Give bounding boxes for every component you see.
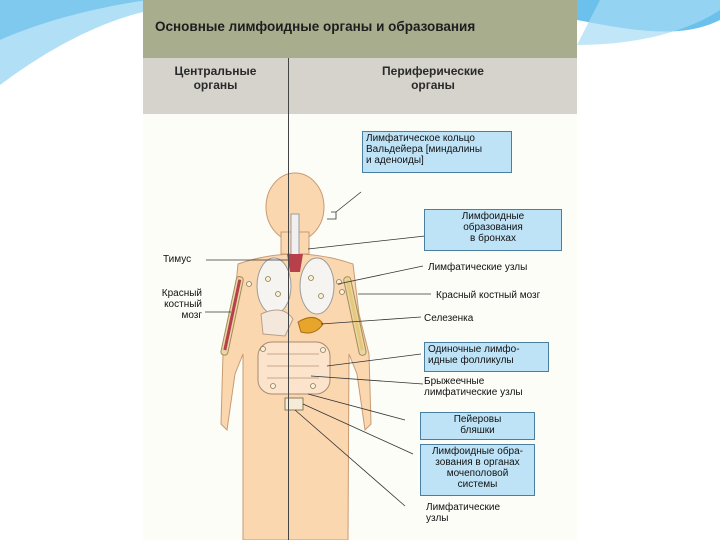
waldeyer-ring-box: Лимфатическое кольцо Вальдейера [миндали… [362,131,512,173]
thymus-label: Тимус [163,254,192,265]
arm-bone-right [343,276,367,356]
arm-bone-left [220,276,244,356]
peyer-patches-box: Пейеровы бляшки [420,412,535,440]
column-header-central-line: органы [193,78,238,92]
solitary-follicles-line: идные фолликулы [428,355,514,366]
lymph-nodes-upper-label: Лимфатические узлы [428,262,528,273]
bronchial-line: Лимфоидные [461,211,525,222]
slide-panel: Основные лимфоидные органы и образования… [143,0,577,540]
column-header-peripheral-line: органы [411,78,455,92]
mesenteric-nodes-label: Брыжеечные лимфатические узлы [424,376,523,398]
waldeyer-ring-line: Лимфатическое кольцо [366,133,475,144]
column-header-peripheral-line: Периферические [382,64,484,78]
solitary-follicles-line: Одиночные лимфо- [428,344,520,355]
mesenteric-nodes-line: лимфатические узлы [424,387,523,398]
lymph-nodes-lower-label: Лимфатические узлы [426,502,500,524]
spleen-label: Селезенка [424,313,474,324]
red-marrow-label-line: костный [164,299,202,310]
urogenital-line: системы [457,479,498,490]
peyer-patches-line: бляшки [460,425,495,436]
waldeyer-ring-line: Вальдейера [миндалины [366,144,483,155]
body-illustration [205,172,431,540]
bronchial-line: образования [463,222,523,233]
red-marrow-label-right: Красный костный мозг [436,290,541,301]
liver-organ [260,309,294,337]
lymph-nodes-lower-line: Лимфатические [426,502,501,513]
waldeyer-ring-line: и аденоиды] [366,155,424,166]
column-header-peripheral: Периферические органы [289,58,577,114]
red-marrow-label-left: Красный костный мозг [150,288,202,321]
column-header-central: Центральные органы [143,58,288,114]
peyer-patches-line: Пейеровы [453,414,502,425]
lung-left [256,257,292,315]
lymph-nodes-lower-line: узлы [426,513,449,524]
solitary-follicles-box: Одиночные лимфо- идные фолликулы [424,342,549,372]
urogenital-line: Лимфоидные обра- [431,446,524,457]
urogenital-line: зования в органах [435,457,520,468]
column-header-central-line: Центральные [174,64,257,78]
urogenital-box: Лимфоидные обра- зования в органах мочеп… [420,444,535,496]
thymus-organ [287,254,303,272]
bronchial-line: в бронхах [470,233,516,244]
background-swoosh [0,0,720,85]
red-marrow-label-line: Красный [161,288,202,299]
mesenteric-nodes-line: Брыжеечные [424,376,485,387]
intestines [257,341,331,395]
title-bar: Основные лимфоидные органы и образования [143,0,577,58]
urogenital-line: мочеполовой [446,468,509,479]
column-divider [288,58,289,540]
red-marrow-label-line: мозг [181,310,202,321]
lung-right [299,257,335,315]
page-title: Основные лимфоидные органы и образования [155,19,476,34]
bronchial-box: Лимфоидные образования в бронхах [424,209,562,251]
